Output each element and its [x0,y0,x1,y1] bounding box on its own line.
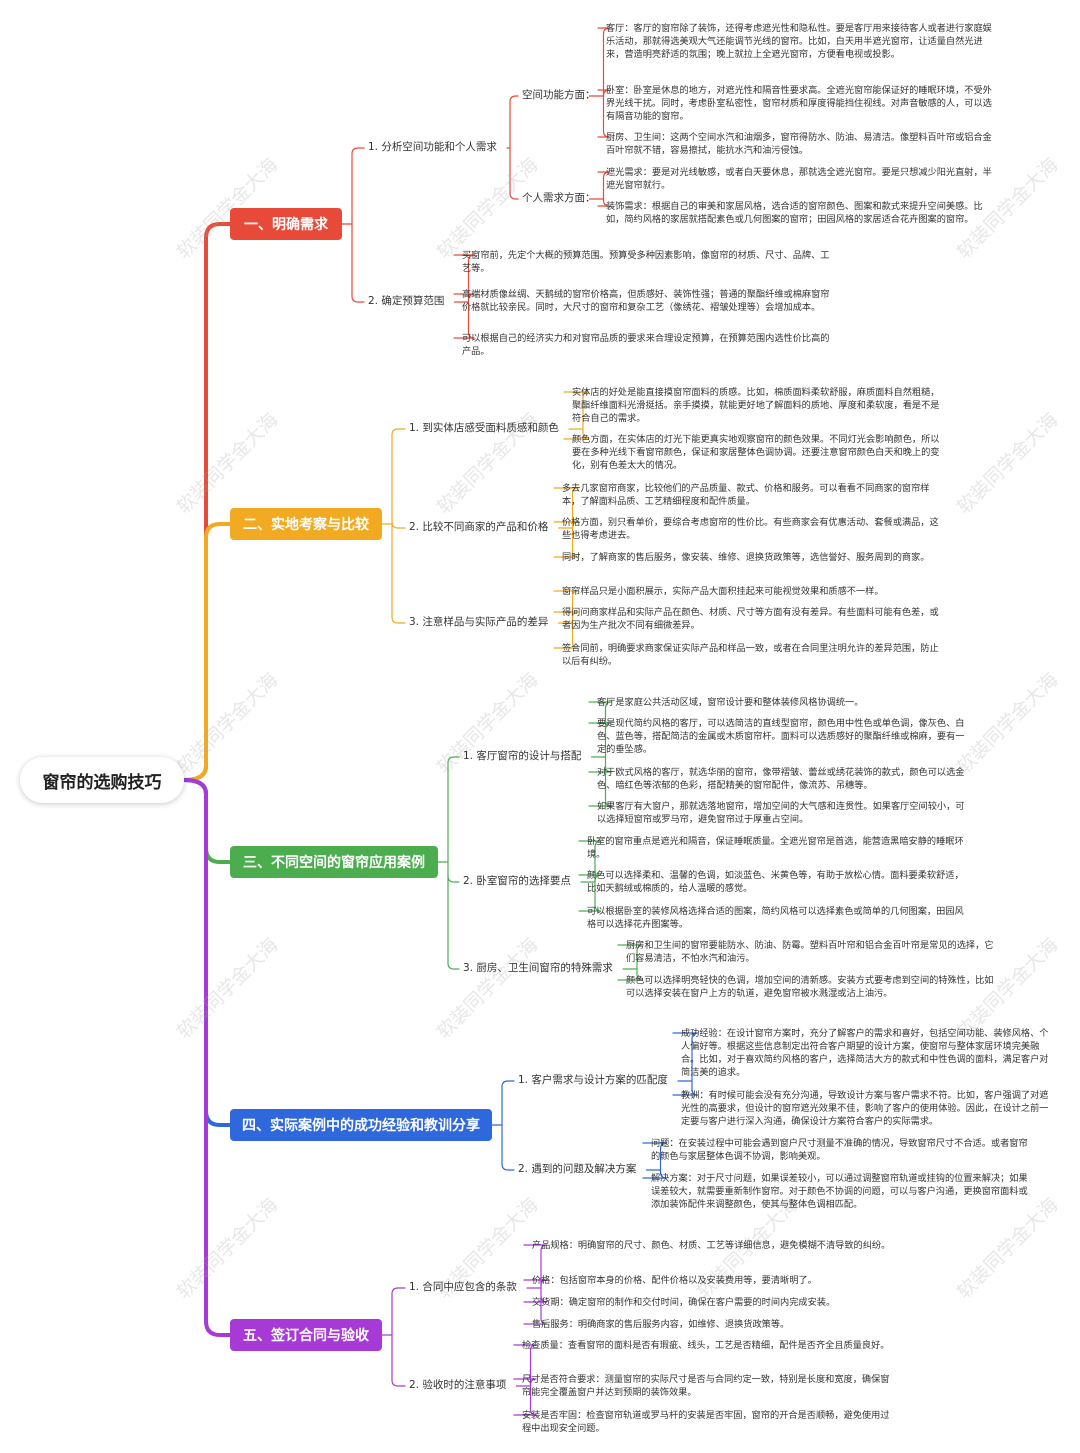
leaf-text: 安装是否牢固：检查窗帘轨道或罗马杆的安装是否牢固，窗帘的开合是否顺畅，避免使用过… [522,1410,890,1434]
leaf-text: 要是现代简约风格的客厅，可以选简洁的直线型窗帘，颜色用中性色或单色调，像灰色、白… [597,718,965,755]
leaf-text: 遮光需求：要是对光线敏感，或者白天要休息，那就选全遮光窗帘。要是只想减少阳光直射… [606,167,992,191]
leaf-text: 实体店的好处是能直接摸窗帘面料的质感。比如，棉质面料柔软舒服，麻质面料自然粗糙，… [572,387,940,424]
leaf-text: 装饰需求：根据自己的审美和家居风格，选合适的窗帘颜色、图案和款式来提升空间美感。… [606,201,983,225]
leaf-text: 价格：包括窗帘本身的价格、配件价格以及安装费用等，要清晰明了。 [532,1275,817,1286]
leaf-text: 对于欧式风格的客厅，就选华丽的窗帘，像带褶皱、蕾丝或绣花装饰的款式，颜色可以选金… [597,767,965,791]
subtopic-3-2[interactable]: 2. 卧室窗帘的选择要点 [463,875,571,887]
leaf-text: 颜色可以选择柔和、温馨的色调，如淡蓝色、米黄色等，有助于放松心情。面料要柔软舒适… [587,870,964,894]
leaf-text: 如果客厅有大窗户，那就选落地窗帘，增加空间的大气感和连贯性。如果客厅空间较小，可… [597,801,965,825]
leaf-text: 颜色方面，在实体店的灯光下能更真实地观察窗帘的颜色效果。不同灯光会影响颜色，所以… [572,434,940,471]
leaf-text: 得问问商家样品和实际产品在颜色、材质、尺寸等方面有没有差异。有些面料可能有色差，… [562,607,939,631]
topic-node-4[interactable]: 四、实际案例中的成功经验和教训分享 [230,1109,492,1141]
leaf-text: 尺寸是否符合要求：测量窗帘的实际尺寸是否与合同约定一致，特别是长度和宽度，确保窗… [522,1374,890,1398]
subtopic-2-2[interactable]: 2. 比较不同商家的产品和价格 [409,521,549,533]
leaf-text: 高端材质像丝绸、天鹅绒的窗帘价格高，但质感好、装饰性强；普通的聚酯纤维或棉麻窗帘… [462,289,830,313]
topic-node-5[interactable]: 五、签订合同与验收 [230,1319,382,1351]
leaf-text: 签合同前，明确要求商家保证实际产品和样品一致，或者在合同里注明允许的差异范围，防… [562,643,939,667]
leaf-text: 产品规格：明确窗帘的尺寸、颜色、材质、工艺等详细信息，避免模糊不清导致的纠纷。 [532,1240,891,1251]
leaf-text: 解决方案：对于尺寸问题，如果误差较小，可以通过调整窗帘轨道或挂钩的位置来解决；如… [651,1173,1028,1210]
leaf-text: 成功经验：在设计窗帘方案时，充分了解客户的需求和喜好，包括空间功能、装修风格、个… [681,1028,1049,1078]
leaf-text: 颜色可以选择明亮轻快的色调，增加空间的清新感。安装方式要考虑到空间的特殊性，比如… [626,975,994,999]
subtopic-3-3[interactable]: 3. 厨房、卫生间窗帘的特殊需求 [463,962,613,974]
subtopic-1-1[interactable]: 1. 分析空间功能和个人需求 [368,141,497,153]
subtopic-4-1[interactable]: 1. 客户需求与设计方案的匹配度 [518,1074,668,1086]
group-1-1-2[interactable]: 个人需求方面： [522,192,596,204]
leaf-text: 可以根据自己的经济实力和对窗帘品质的要求来合理设定预算，在预算范围内选性价比高的… [462,333,830,357]
leaf-text: 卧室的窗帘重点是遮光和隔音，保证睡眠质量。全遮光窗帘是首选，能营造黑暗安静的睡眠… [587,836,964,860]
leaf-text: 买窗帘前，先定个大概的预算范围。预算受多种因素影响，像窗帘的材质、尺寸、品牌、工… [462,250,830,274]
leaf-text: 价格方面，别只看单价，要综合考虑窗帘的性价比。有些商家会有优惠活动、套餐或满品，… [562,517,939,541]
group-1-1-1[interactable]: 空间功能方面： [522,89,596,101]
subtopic-2-3[interactable]: 3. 注意样品与实际产品的差异 [409,616,549,628]
leaf-text: 交货期：确定窗帘的制作和交付时间，确保在客户需要的时间内完成安装。 [532,1297,836,1308]
subtopic-5-2[interactable]: 2. 验收时的注意事项 [409,1379,507,1391]
leaf-text: 同时，了解商家的售后服务，像安装、维修、退换货政策等，选信誉好、服务周到的商家。 [562,552,930,563]
leaf-text: 卧室：卧室是休息的地方，对遮光性和隔音性要求高。全遮光窗帘能保证好的睡眠环境，不… [606,85,992,122]
topic-node-3[interactable]: 三、不同空间的窗帘应用案例 [230,846,438,878]
leaf-text: 多去几家窗帘商家，比较他们的产品质量、款式、价格和服务。可以看看不同商家的窗帘样… [562,483,930,507]
leaf-text: 厨房和卫生间的窗帘要能防水、防油、防霉。塑料百叶帘和铝合金百叶帘是常见的选择，它… [626,940,994,964]
root-node[interactable]: 窗帘的选购技巧 [20,757,184,803]
leaf-text: 检查质量：查看窗帘的面料是否有瑕疵、线头，工艺是否精细，配件是否齐全且质量良好。 [522,1340,890,1351]
leaf-text: 客厅是家庭公共活动区域，窗帘设计要和整体装修风格协调统一。 [597,697,864,708]
subtopic-3-1[interactable]: 1. 客厅窗帘的设计与搭配 [463,750,582,762]
leaf-text: 售后服务：明确商家的售后服务内容，如维修、退换货政策等。 [532,1319,790,1330]
leaf-text: 问题：在安装过程中可能会遇到窗户尺寸测量不准确的情况，导致窗帘尺寸不合适。或者窗… [651,1138,1028,1162]
leaf-text: 可以根据卧室的装修风格选择合适的图案，简约风格可以选择素色或简单的几何图案，田园… [587,906,964,930]
topic-node-1[interactable]: 一、明确需求 [230,208,342,240]
leaf-text: 厨房、卫生间：这两个空间水汽和油烟多，窗帘得防水、防油、易清洁。像塑料百叶帘或铝… [606,132,992,156]
subtopic-4-2[interactable]: 2. 遇到的问题及解决方案 [518,1163,637,1175]
subtopic-1-2[interactable]: 2. 确定预算范围 [368,295,445,307]
topic-node-2[interactable]: 二、实地考察与比较 [230,508,382,540]
subtopic-2-1[interactable]: 1. 到实体店感受面料质感和颜色 [409,422,559,434]
leaf-text: 教训：有时候可能会没有充分沟通，导致设计方案与客户需求不符。比如，客户强调了对遮… [681,1090,1049,1127]
leaf-text: 窗帘样品只是小面积展示，实际产品大面积挂起来可能视觉效果和质感不一样。 [562,586,884,597]
subtopic-5-1[interactable]: 1. 合同中应包含的条款 [409,1281,517,1293]
leaf-text: 客厅：客厅的窗帘除了装饰，还得考虑遮光性和隐私性。要是客厅用来接待客人或者进行家… [606,23,992,60]
